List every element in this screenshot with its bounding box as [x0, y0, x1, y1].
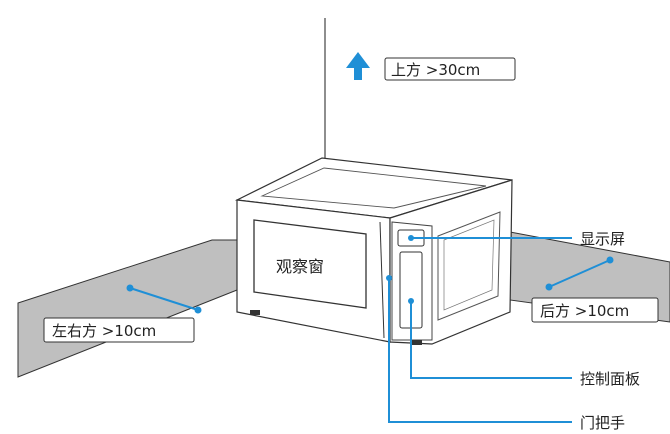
- viewing-window: [253, 219, 367, 309]
- left-wall-band: [17, 239, 238, 378]
- microwave-top-inner: [260, 167, 487, 209]
- viewing-window-label: 观察窗: [276, 257, 324, 276]
- back-clearance-box: [531, 297, 659, 323]
- door-handle-callout-line: [388, 278, 572, 423]
- arrow-up-icon: [346, 52, 370, 80]
- top-clearance-label: 上方 >30cm: [391, 61, 480, 79]
- control-panel-label: 控制面板: [580, 370, 640, 388]
- microwave: [234, 157, 513, 345]
- back-clearance-label: 后方 >10cm: [540, 302, 629, 320]
- control-panel-callout-line: [410, 301, 572, 379]
- side-clearance-label: 左右方 >10cm: [52, 322, 156, 340]
- door-handle-label: 门把手: [580, 414, 625, 432]
- side-clearance-box: [43, 317, 195, 343]
- display-label: 显示屏: [580, 230, 625, 248]
- door-handle-bar: [379, 221, 385, 339]
- side-vent-panel: [437, 211, 501, 321]
- top-clearance-box: [384, 57, 516, 81]
- back-clearance-dimension: [548, 259, 611, 288]
- side-clearance-dimension: [129, 287, 199, 311]
